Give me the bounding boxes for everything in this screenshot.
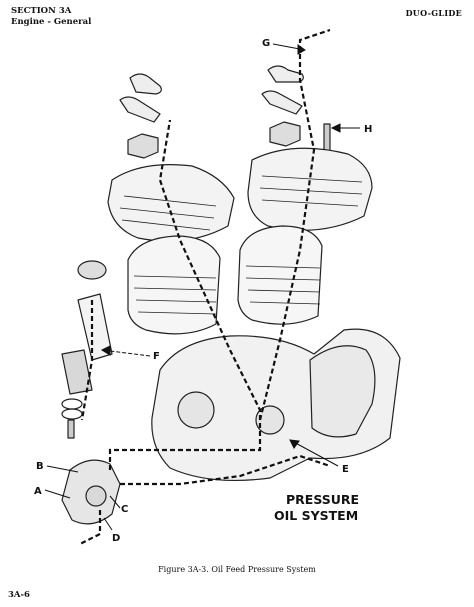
page-number: 3A-6 — [8, 590, 30, 600]
section-title: SECTION 3A — [11, 6, 72, 16]
front-rocker-arms — [261, 65, 331, 157]
label-a: A — [34, 486, 42, 497]
oil-passages — [79, 28, 331, 545]
rear-rocker-arms — [119, 73, 162, 159]
front-cylinder — [237, 225, 323, 325]
diagram-title-line1: PRESSURE — [286, 492, 359, 507]
label-b: B — [36, 461, 44, 472]
label-leaders — [44, 43, 360, 531]
label-f: F — [153, 351, 160, 362]
diagram-title-line2: OIL SYSTEM — [274, 508, 358, 523]
figure-caption: Figure 3A-3. Oil Feed Pressure System — [158, 565, 316, 574]
label-d: D — [112, 533, 120, 544]
label-e: E — [342, 464, 349, 475]
front-cylinder-head — [247, 147, 373, 231]
section-header: SECTION 3A Engine - General — [11, 6, 91, 28]
rear-cylinder-head — [107, 164, 235, 242]
label-h: H — [364, 124, 372, 135]
label-c: C — [121, 504, 128, 515]
rear-cylinder — [127, 235, 221, 335]
gear-case-cover — [309, 345, 376, 438]
section-subtitle: Engine - General — [11, 17, 92, 27]
label-g: G — [262, 38, 270, 49]
model-header: DUO-GLIDE — [405, 8, 462, 18]
oil-filter-assembly — [61, 260, 113, 439]
